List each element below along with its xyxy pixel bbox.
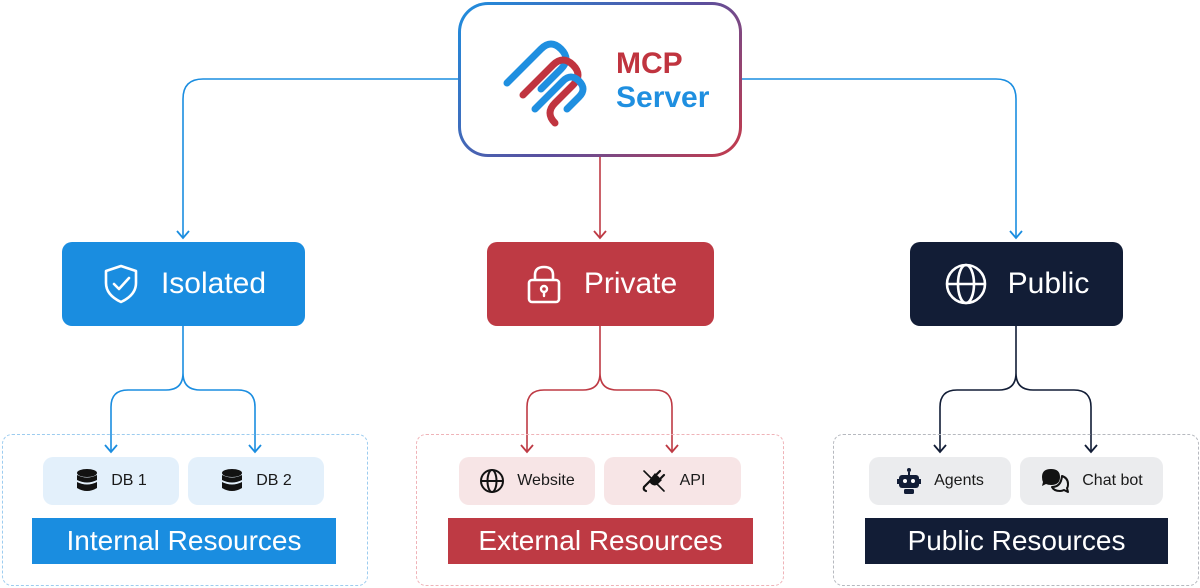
- group-label-internal: Internal Resources: [32, 518, 336, 564]
- category-label: Public: [1007, 267, 1090, 300]
- shield-check-icon: [101, 263, 141, 305]
- robot-icon: [896, 467, 922, 495]
- resource-label: DB 2: [256, 472, 292, 489]
- globe-icon: [944, 262, 988, 306]
- connector-public-pills: [939, 326, 1092, 452]
- resource-label: Agents: [934, 472, 984, 489]
- mcp-server-card: MCP Server: [458, 2, 742, 157]
- database-icon: [75, 468, 99, 494]
- padlock-icon: [524, 263, 564, 305]
- resource-db-2: DB 2: [188, 457, 324, 505]
- mcp-server-card-inner: MCP Server: [461, 5, 739, 154]
- category-label: Private: [583, 267, 678, 300]
- resource-website: Website: [459, 457, 595, 505]
- connector-private-external: [526, 326, 673, 452]
- group-public-resources: [833, 434, 1199, 586]
- mcp-logo-icon: [503, 40, 587, 127]
- connector-server-public: [742, 78, 1017, 238]
- group-label-external: External Resources: [448, 518, 753, 564]
- group-external-resources: [416, 434, 784, 586]
- chat-bubble-icon: [1040, 467, 1070, 495]
- resource-db-1: DB 1: [43, 457, 179, 505]
- plug-icon: [640, 467, 668, 495]
- connector-isolated-db: [110, 326, 256, 452]
- database-icon: [220, 468, 244, 494]
- category-isolated: Isolated: [62, 242, 305, 326]
- resource-agents: Agents: [869, 457, 1011, 505]
- category-public: Public: [910, 242, 1123, 326]
- category-private: Private: [487, 242, 714, 326]
- resource-label: API: [679, 472, 706, 489]
- group-label-public: Public Resources: [865, 518, 1168, 564]
- category-label: Isolated: [160, 267, 267, 300]
- resource-label: DB 1: [111, 472, 147, 489]
- resource-chat-bot: Chat bot: [1020, 457, 1163, 505]
- server-title-mcp: MCP: [616, 47, 683, 80]
- resource-label: Website: [517, 472, 575, 489]
- globe-icon: [479, 468, 505, 494]
- group-internal-resources: [2, 434, 368, 586]
- server-title-server: Server: [616, 81, 710, 114]
- resource-api: API: [604, 457, 741, 505]
- connector-server-isolated: [182, 78, 458, 238]
- resource-label: Chat bot: [1082, 472, 1143, 489]
